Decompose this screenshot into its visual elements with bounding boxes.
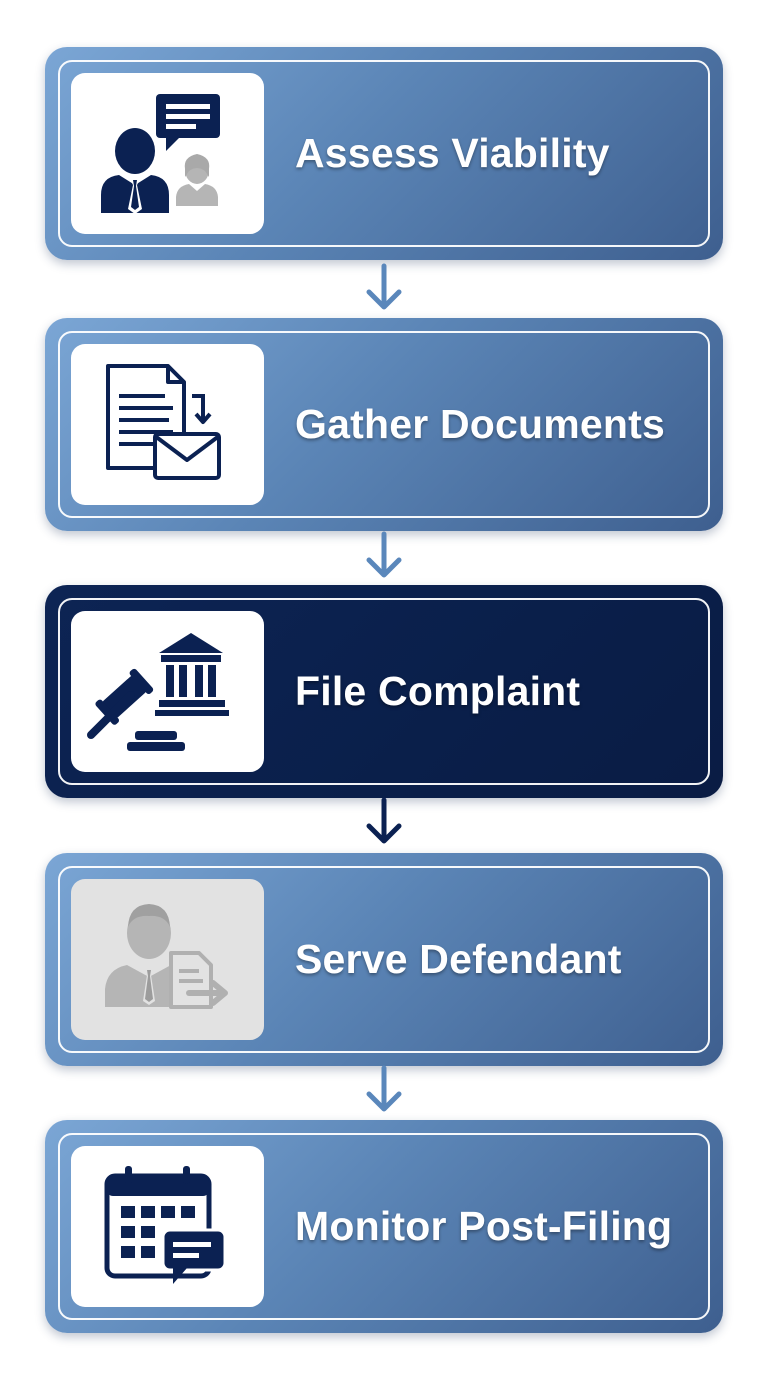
step-gather-documents[interactable]: Gather Documents bbox=[45, 318, 723, 531]
step-label: Monitor Post-Filing bbox=[295, 1203, 673, 1249]
consultation-icon bbox=[101, 94, 220, 214]
documents-mail-icon bbox=[106, 364, 221, 480]
arrow-down-icon bbox=[364, 530, 404, 582]
step-assess-viability[interactable]: Assess Viability bbox=[45, 47, 723, 260]
step-icon-box bbox=[71, 1146, 264, 1307]
step-label: File Complaint bbox=[295, 668, 581, 714]
arrow-down-icon bbox=[364, 262, 404, 314]
step-serve-defendant[interactable]: Serve Defendant bbox=[45, 853, 723, 1066]
step-label: Assess Viability bbox=[295, 130, 610, 176]
step-icon-box bbox=[71, 344, 264, 505]
step-icon-box bbox=[71, 879, 264, 1040]
step-monitor-post-filing[interactable]: Monitor Post-Filing bbox=[45, 1120, 723, 1333]
arrow-down-icon bbox=[364, 796, 404, 848]
step-icon-box bbox=[71, 611, 264, 772]
calendar-message-icon bbox=[104, 1166, 227, 1284]
step-label: Gather Documents bbox=[295, 401, 665, 447]
step-file-complaint[interactable]: File Complaint bbox=[45, 585, 723, 798]
serve-person-document-icon bbox=[105, 904, 228, 1009]
step-icon-box bbox=[71, 73, 264, 234]
gavel-courthouse-icon bbox=[87, 633, 229, 751]
arrow-down-icon bbox=[364, 1064, 404, 1116]
step-label: Serve Defendant bbox=[295, 936, 622, 982]
